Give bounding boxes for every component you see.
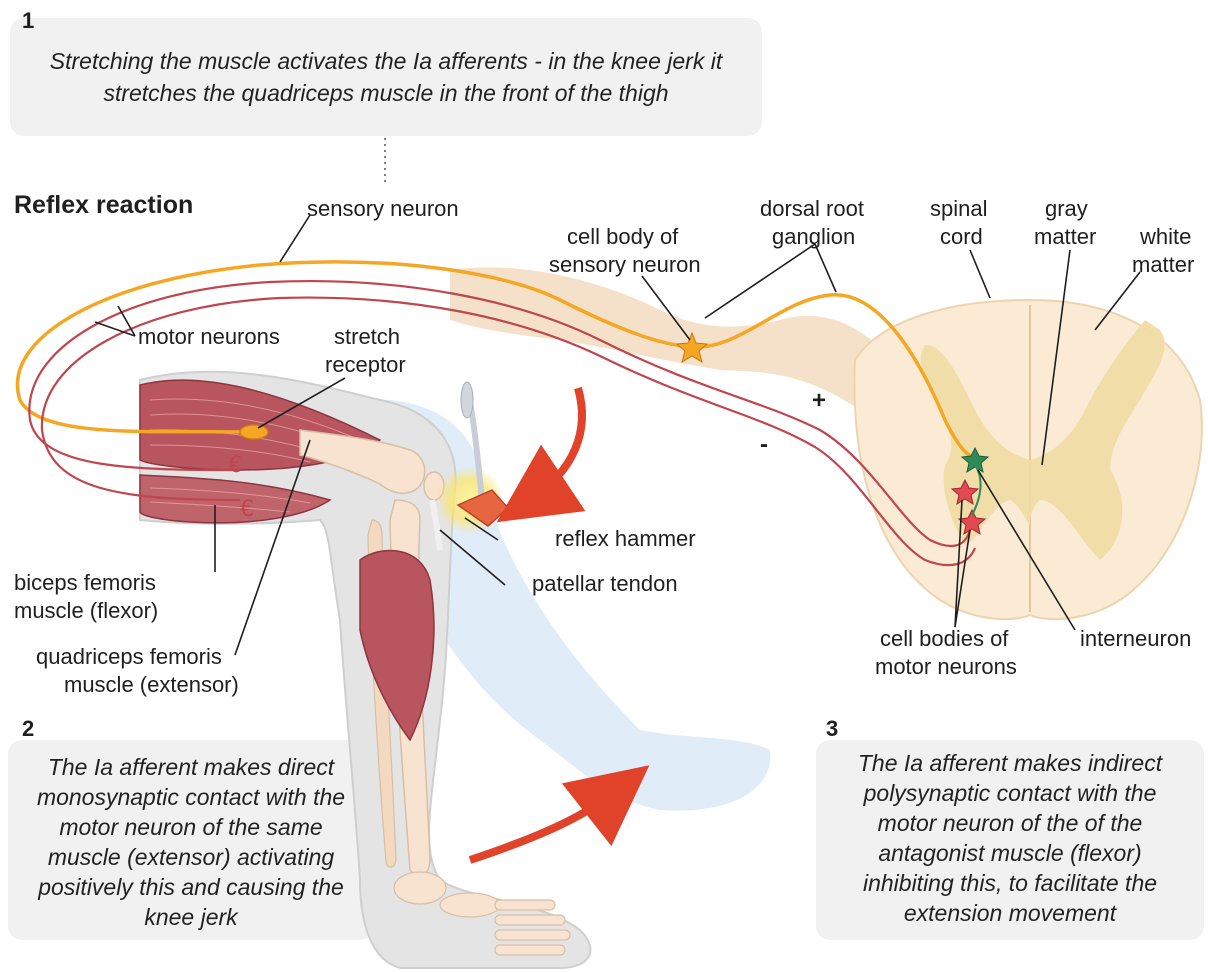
hammer-arrow	[530, 388, 582, 500]
label-white-matter-1: white	[1139, 224, 1191, 249]
label-white-matter-2: matter	[1132, 252, 1194, 277]
label-biceps-femoris-1: biceps femoris	[14, 570, 156, 595]
label-quadriceps-1: quadriceps femoris	[36, 644, 222, 669]
label-dorsal-root-1: dorsal root	[760, 196, 864, 221]
inhibition-minus-sign: -	[760, 431, 768, 458]
kick-arrow	[470, 790, 618, 860]
label-quadriceps-2: muscle (extensor)	[64, 672, 239, 697]
reflex-hammer-handle-top	[461, 382, 473, 418]
label-cell-body-sensory-1: cell body of	[567, 224, 679, 249]
excitation-plus-sign: +	[812, 387, 826, 414]
label-patellar-tendon: patellar tendon	[532, 571, 678, 596]
label-cell-bodies-motor-1: cell bodies of	[880, 626, 1009, 651]
label-cell-bodies-motor-2: motor neurons	[875, 654, 1017, 679]
label-gray-matter-2: matter	[1034, 224, 1096, 249]
label-stretch-receptor-2: receptor	[325, 352, 406, 377]
stretch-receptor	[240, 425, 268, 439]
motor-end-plate-upper: €	[228, 453, 242, 478]
label-dorsal-root-2: ganglion	[772, 224, 855, 249]
diagram-title: Reflex reaction	[14, 191, 193, 219]
label-spinal-cord-1: spinal	[930, 196, 987, 221]
label-gray-matter-1: gray	[1045, 196, 1088, 221]
label-biceps-femoris-2: muscle (flexor)	[14, 598, 158, 623]
label-reflex-hammer: reflex hammer	[555, 526, 696, 551]
motor-end-plate-lower: €	[240, 497, 254, 522]
label-sensory-neuron: sensory neuron	[307, 196, 459, 221]
label-cell-body-sensory-2: sensory neuron	[549, 252, 701, 277]
label-spinal-cord-2: cord	[940, 224, 983, 249]
label-stretch-receptor-1: stretch	[334, 324, 400, 349]
label-motor-neurons: motor neurons	[138, 324, 280, 349]
label-interneuron: interneuron	[1080, 626, 1191, 651]
